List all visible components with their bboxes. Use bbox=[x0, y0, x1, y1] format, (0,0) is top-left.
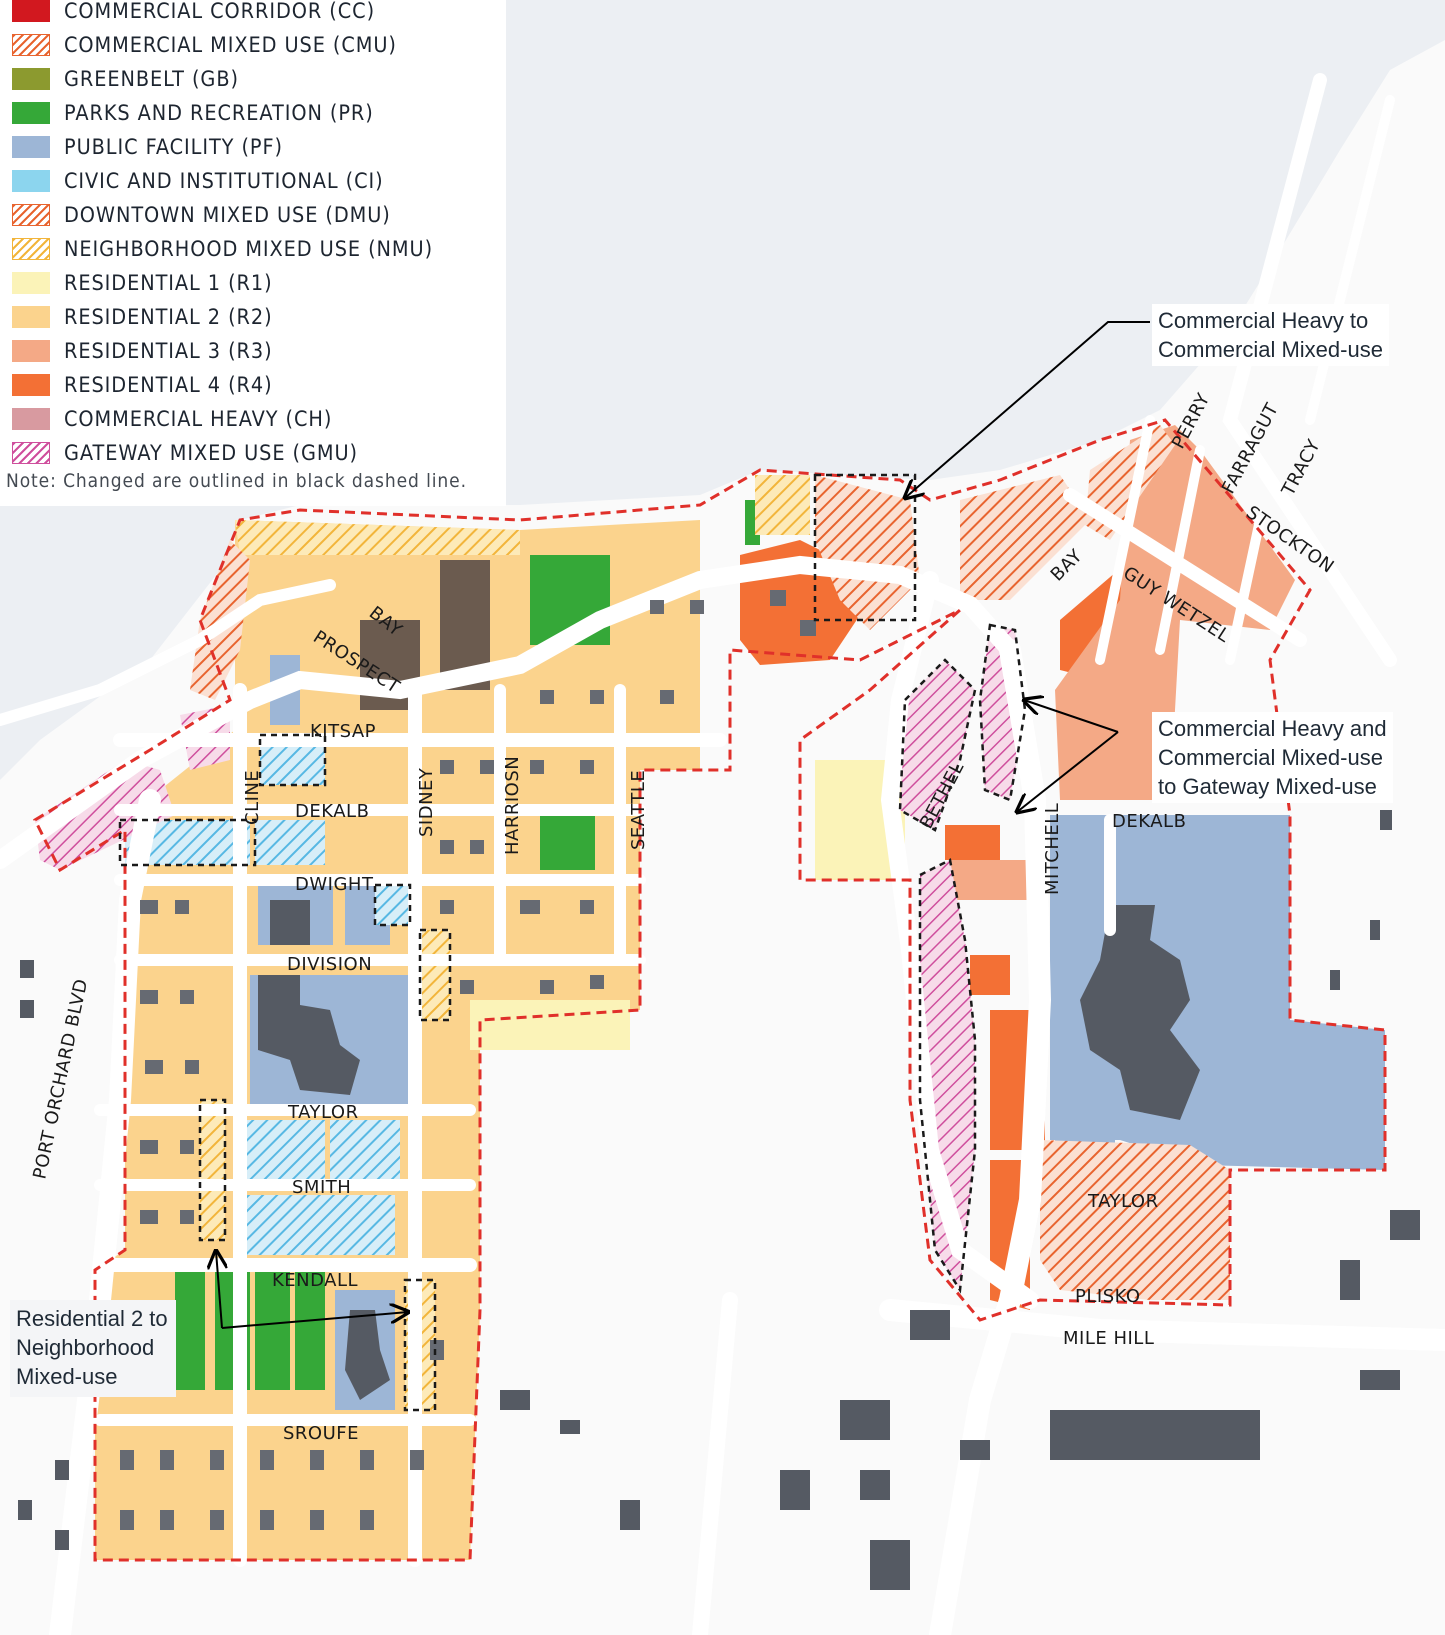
legend-item: RESIDENTIAL 1 (R1) bbox=[12, 270, 291, 296]
street-label-kendall: KENDALL bbox=[272, 1270, 358, 1291]
gmu-bethel bbox=[900, 660, 975, 830]
street-label-dekalb-west: DEKALB bbox=[295, 801, 369, 822]
legend-label: RESIDENTIAL 3 (R3) bbox=[64, 339, 273, 363]
r3-dekalb bbox=[950, 860, 1035, 900]
r1-block bbox=[470, 1000, 630, 1050]
legend-label: PARKS AND RECREATION (PR) bbox=[64, 101, 374, 125]
legend-panel: COMMERCIAL CORRIDOR (CC) COMMERCIAL MIXED… bbox=[0, 0, 506, 506]
legend-item: CIVIC AND INSTITUTIONAL (CI) bbox=[12, 168, 411, 194]
nmu-bay-ne bbox=[755, 475, 810, 535]
park-kendall-4 bbox=[295, 1270, 325, 1390]
ci-taylor-2 bbox=[330, 1120, 400, 1180]
legend-item: RESIDENTIAL 2 (R2) bbox=[12, 304, 291, 330]
r4-bethel-2 bbox=[970, 955, 1010, 995]
callout-r2-to-nmu: Residential 2 to Neighborhood Mixed-use bbox=[10, 1300, 176, 1397]
cmu-north bbox=[815, 475, 920, 630]
street-label-seattle: SEATTLE bbox=[628, 770, 649, 850]
legend-item: COMMERCIAL MIXED USE (CMU) bbox=[12, 32, 426, 58]
callout-ch-cmu-to-gmu: Commercial Heavy and Commercial Mixed-us… bbox=[1152, 712, 1393, 803]
legend-swatch bbox=[12, 68, 50, 90]
street-label-mitchell: MITCHELL bbox=[1042, 803, 1063, 895]
legend-label: RESIDENTIAL 2 (R2) bbox=[64, 305, 273, 329]
legend-swatch bbox=[12, 340, 50, 362]
street-label-mile-hill: MILE HILL bbox=[1063, 1328, 1154, 1349]
boundary-lines bbox=[33, 418, 1387, 1562]
legend-item: COMMERCIAL CORRIDOR (CC) bbox=[12, 0, 402, 24]
legend-item: RESIDENTIAL 3 (R3) bbox=[12, 338, 291, 364]
gmu-west bbox=[35, 760, 175, 870]
change-outlines bbox=[118, 473, 1027, 1412]
park-kendall-1 bbox=[175, 1270, 205, 1390]
nmu-bay-shore bbox=[235, 520, 520, 555]
street-label-smith: SMITH bbox=[292, 1177, 351, 1198]
street-label-sroufe: SROUFE bbox=[283, 1423, 359, 1444]
legend-label: COMMERCIAL HEAVY (CH) bbox=[64, 407, 333, 431]
legend-label: COMMERCIAL CORRIDOR (CC) bbox=[64, 0, 376, 23]
nmu-strip-3 bbox=[200, 1100, 225, 1240]
street-label-dwight: DWIGHT bbox=[295, 874, 374, 895]
legend-swatch bbox=[12, 136, 50, 158]
r3-east bbox=[1055, 425, 1295, 800]
building-east bbox=[1080, 905, 1200, 1120]
legend-label: PUBLIC FACILITY (PF) bbox=[64, 135, 283, 159]
street-label-harriosn: HARRIOSN bbox=[502, 756, 523, 855]
park-seattle bbox=[540, 810, 595, 870]
legend-label: RESIDENTIAL 4 (R4) bbox=[64, 373, 273, 397]
legend-swatch bbox=[12, 408, 50, 430]
nmu-strip bbox=[420, 930, 450, 1020]
legend-swatch bbox=[12, 0, 50, 22]
legend-swatch bbox=[12, 204, 50, 226]
legend-item: PARKS AND RECREATION (PR) bbox=[12, 100, 401, 126]
street-label-kitsap: KITSAP bbox=[310, 721, 376, 742]
street-label-plisko: PLISKO bbox=[1075, 1286, 1141, 1307]
cmu-south-east bbox=[1040, 1140, 1230, 1300]
legend-label: RESIDENTIAL 1 (R1) bbox=[64, 271, 273, 295]
legend-item: GREENBELT (GB) bbox=[12, 66, 254, 92]
callout-leaders bbox=[216, 321, 1150, 1329]
legend-swatch bbox=[12, 442, 50, 464]
legend-swatch bbox=[12, 306, 50, 328]
building-dwight bbox=[270, 900, 310, 945]
legend-item: GATEWAY MIXED USE (GMU) bbox=[12, 440, 384, 466]
legend-item: RESIDENTIAL 4 (R4) bbox=[12, 372, 291, 398]
legend-label: CIVIC AND INSTITUTIONAL (CI) bbox=[64, 169, 384, 193]
legend-swatch bbox=[12, 238, 50, 260]
callout-ch-to-cmu: Commercial Heavy to Commercial Mixed-use bbox=[1152, 304, 1389, 366]
legend-item: COMMERCIAL HEAVY (CH) bbox=[12, 406, 356, 432]
legend-swatch bbox=[12, 102, 50, 124]
ci-smith bbox=[245, 1195, 395, 1255]
building-division bbox=[258, 975, 360, 1095]
legend-item: NEIGHBORHOOD MIXED USE (NMU) bbox=[12, 236, 465, 262]
ci-taylor bbox=[245, 1120, 325, 1180]
street-label-cline: CLINE bbox=[242, 770, 263, 825]
ci-division bbox=[375, 885, 410, 925]
legend-item: PUBLIC FACILITY (PF) bbox=[12, 134, 302, 160]
legend-swatch bbox=[12, 34, 50, 56]
park-kendall-3 bbox=[255, 1270, 290, 1390]
road-network bbox=[0, 73, 1445, 1635]
legend-item: DOWNTOWN MIXED USE (DMU) bbox=[12, 202, 419, 228]
legend-label: NEIGHBORHOOD MIXED USE (NMU) bbox=[64, 237, 434, 261]
legend-note: Note: Changed are outlined in black dash… bbox=[6, 470, 467, 492]
legend-swatch bbox=[12, 374, 50, 396]
parcel-buildings bbox=[120, 590, 816, 1530]
street-label-taylor-west: TAYLOR bbox=[287, 1102, 359, 1123]
legend-label: COMMERCIAL MIXED USE (CMU) bbox=[64, 33, 397, 57]
building-sroufe bbox=[345, 1310, 390, 1400]
street-label-taylor-east: TAYLOR bbox=[1087, 1191, 1159, 1212]
ci-dekalb-2 bbox=[255, 820, 325, 865]
r4-bethel bbox=[945, 825, 1000, 860]
legend-label: GATEWAY MIXED USE (GMU) bbox=[64, 441, 359, 465]
buildings bbox=[18, 810, 1420, 1590]
legend-swatch bbox=[12, 170, 50, 192]
street-label-division: DIVISION bbox=[287, 954, 372, 975]
legend-label: GREENBELT (GB) bbox=[64, 67, 239, 91]
street-label-sidney: SIDNEY bbox=[416, 767, 437, 837]
cmu-ne bbox=[960, 475, 1090, 600]
street-label-dekalb-east: DEKALB bbox=[1112, 811, 1186, 832]
legend-swatch bbox=[12, 272, 50, 294]
legend-label: DOWNTOWN MIXED USE (DMU) bbox=[64, 203, 391, 227]
